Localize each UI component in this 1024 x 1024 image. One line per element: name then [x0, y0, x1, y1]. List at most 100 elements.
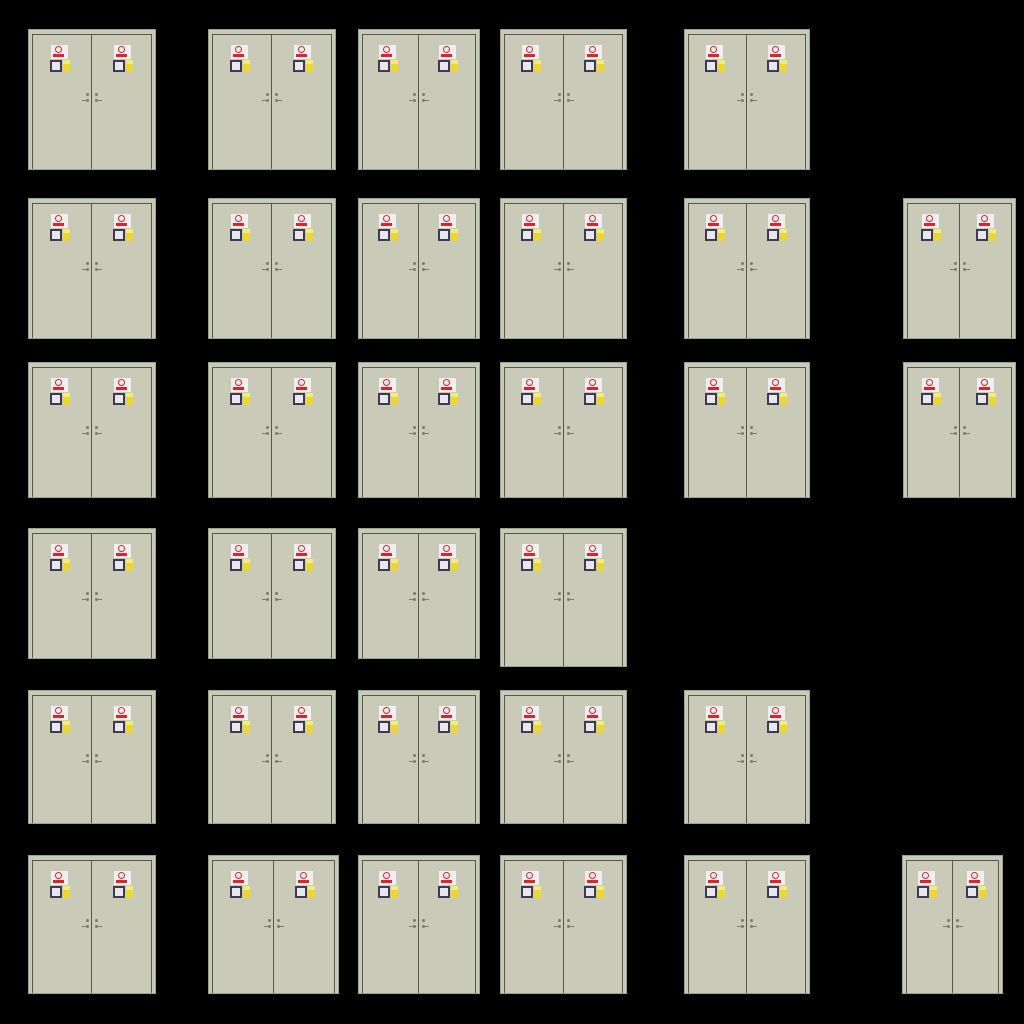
yellow-caution-icon — [780, 886, 787, 898]
yellow-caution-icon — [305, 721, 313, 733]
sign-panel-icon — [767, 60, 779, 72]
double-door — [208, 362, 336, 498]
handle-knob-icon — [422, 262, 425, 265]
prohibition-icon — [971, 872, 979, 879]
double-door — [684, 690, 810, 824]
door-handle-left — [553, 262, 562, 272]
double-door — [28, 198, 156, 339]
sign-panel-icon — [378, 393, 390, 405]
prohibition-icon — [443, 872, 450, 879]
door-handle-left — [737, 93, 745, 103]
lock-cylinder-icon — [413, 760, 416, 763]
door-handle-right — [95, 754, 103, 764]
warning-sign-right — [767, 706, 789, 734]
prohibition-icon — [981, 215, 989, 222]
door-handle-right — [275, 93, 283, 103]
lock-cylinder-icon — [750, 268, 753, 271]
warning-sign-right — [112, 214, 135, 242]
door-center-seam — [271, 533, 272, 658]
sign-panel-icon — [292, 60, 305, 72]
door-handle-left — [949, 426, 958, 436]
warning-sign-left — [521, 214, 543, 242]
red-warning-band — [52, 223, 64, 226]
prohibition-icon — [383, 545, 390, 552]
red-warning-band — [232, 54, 244, 57]
prohibition-icon — [297, 707, 305, 714]
red-warning-band — [441, 553, 452, 556]
sign-panel-icon — [378, 559, 390, 571]
red-warning-band — [586, 553, 598, 556]
warning-sign-left — [229, 45, 252, 73]
double-door — [28, 528, 156, 659]
lock-cylinder-icon — [275, 598, 278, 601]
door-handle-left — [409, 754, 417, 764]
warning-sign-left — [378, 214, 400, 242]
prohibition-icon — [299, 872, 307, 879]
door-handle-right — [962, 262, 971, 272]
door-handle-right — [275, 262, 283, 272]
red-warning-band — [52, 553, 64, 556]
sign-panel-icon — [521, 393, 534, 405]
door-handle-right — [750, 93, 758, 103]
warning-sign-left — [229, 706, 252, 734]
red-warning-band — [708, 387, 719, 390]
lock-cylinder-icon — [95, 925, 98, 928]
door-handle-left — [553, 919, 562, 929]
door-frame — [688, 860, 806, 993]
prohibition-icon — [772, 707, 779, 714]
handle-knob-icon — [267, 919, 271, 922]
door-center-seam — [271, 203, 272, 338]
handle-knob-icon — [413, 262, 416, 265]
warning-sign-left — [378, 871, 400, 899]
door-frame — [504, 367, 623, 497]
handle-knob-icon — [266, 262, 269, 265]
sign-panel-icon — [583, 229, 596, 241]
red-warning-band — [770, 880, 781, 883]
lever-icon — [965, 269, 970, 270]
lock-cylinder-icon — [750, 99, 753, 102]
lock-cylinder-icon — [266, 432, 269, 435]
lever-icon — [98, 926, 102, 927]
handle-knob-icon — [557, 919, 561, 922]
door-center-seam — [91, 860, 92, 993]
yellow-caution-icon — [989, 229, 997, 241]
door-frame — [32, 34, 152, 169]
door-handle-right — [95, 93, 103, 103]
lever-icon — [278, 269, 282, 270]
warning-sign-left — [49, 214, 72, 242]
handle-knob-icon — [422, 754, 425, 757]
handle-knob-icon — [946, 919, 950, 922]
yellow-caution-icon — [780, 60, 787, 72]
sign-panel-icon — [49, 229, 62, 241]
prohibition-icon — [234, 46, 242, 53]
door-handle-right — [566, 592, 575, 602]
sign-panel-icon — [49, 60, 62, 72]
door-center-seam — [91, 695, 92, 823]
prohibition-icon — [234, 215, 242, 222]
prohibition-icon — [710, 379, 717, 386]
sign-panel-icon — [112, 886, 125, 898]
red-warning-band — [708, 54, 719, 57]
door-handle-left — [409, 262, 417, 272]
red-warning-band — [295, 387, 307, 390]
warning-sign-left — [920, 378, 943, 406]
yellow-caution-icon — [125, 721, 133, 733]
lock-cylinder-icon — [275, 760, 278, 763]
lever-icon — [82, 761, 86, 762]
lever-icon — [553, 433, 558, 434]
prohibition-icon — [526, 46, 534, 53]
red-warning-band — [586, 880, 598, 883]
yellow-caution-icon — [242, 559, 250, 571]
door-handle-left — [737, 919, 745, 929]
handle-knob-icon — [962, 426, 966, 429]
lever-icon — [262, 100, 266, 101]
door-handle-left — [409, 592, 417, 602]
door-frame — [362, 34, 476, 169]
lock-cylinder-icon — [955, 925, 959, 928]
door-handle-left — [737, 426, 745, 436]
handle-knob-icon — [741, 919, 744, 922]
prohibition-icon — [710, 215, 717, 222]
prohibition-icon — [297, 545, 305, 552]
warning-sign-left — [378, 706, 400, 734]
sign-panel-icon — [705, 886, 717, 898]
